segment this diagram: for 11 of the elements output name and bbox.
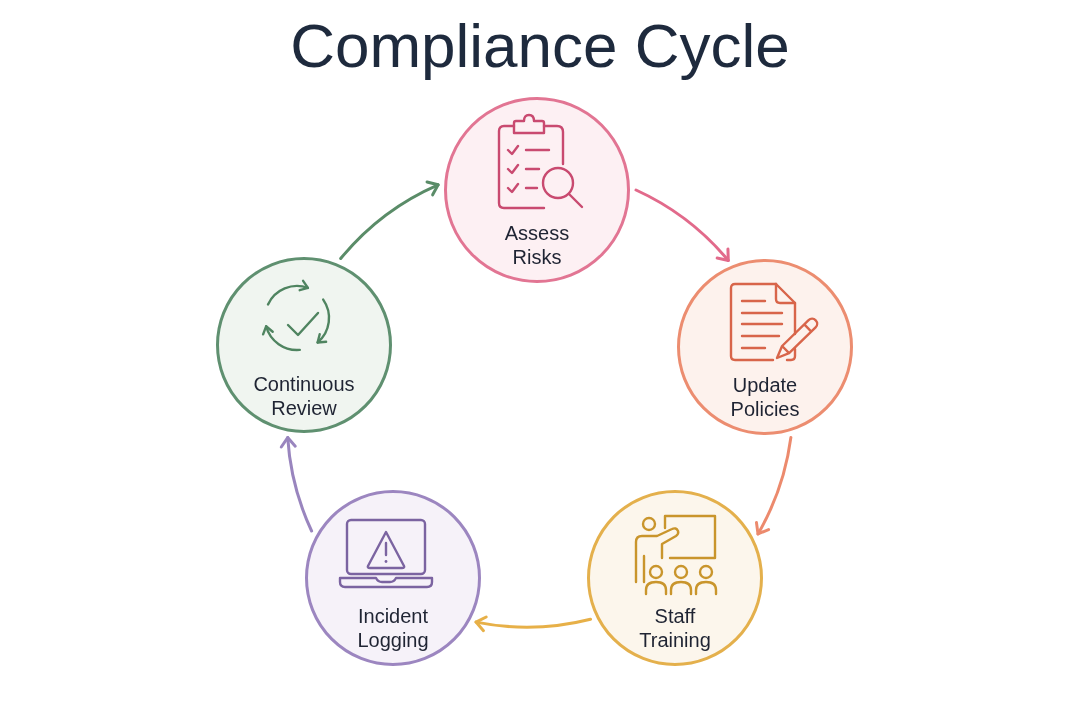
- step-label: Incident Logging: [357, 604, 429, 652]
- arrow: [339, 181, 440, 260]
- arrow: [634, 188, 730, 262]
- step-label: Update Policies: [730, 373, 800, 421]
- step-label: Staff Training: [639, 604, 711, 652]
- arrow: [474, 614, 592, 632]
- arrow: [280, 436, 314, 533]
- arrow: [754, 435, 793, 536]
- step-label: Assess Risks: [504, 221, 570, 269]
- diagram-title: Compliance Cycle: [289, 10, 791, 82]
- step-label: Continuous Review: [253, 372, 355, 420]
